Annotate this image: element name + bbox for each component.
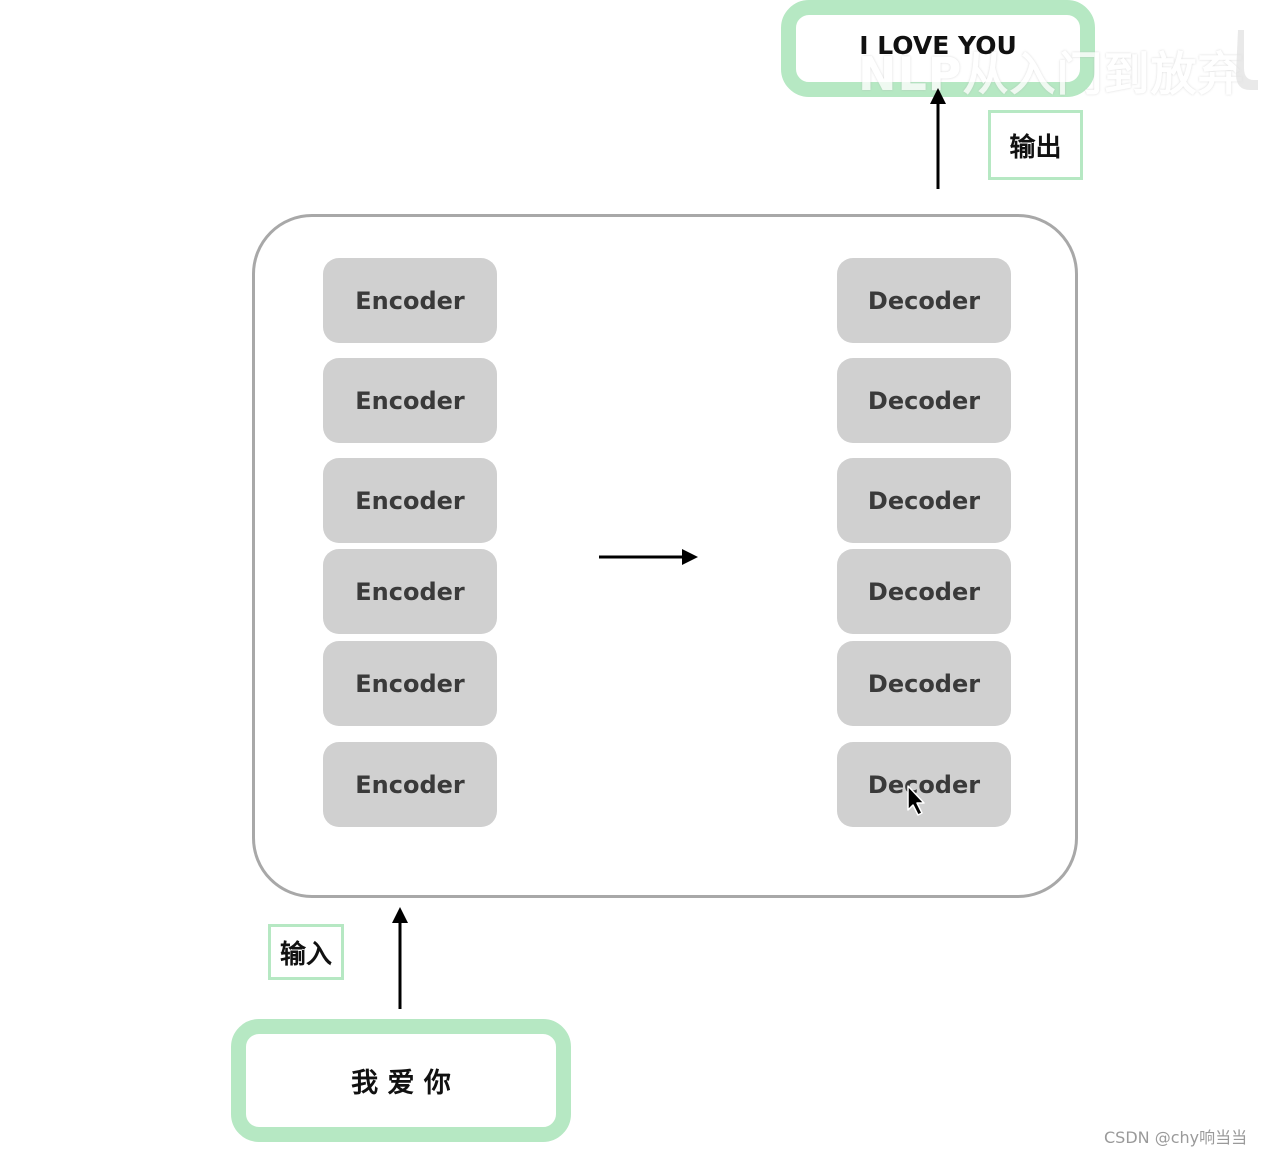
input-tag-text: 输入	[279, 939, 332, 970]
output-label-tag: 输出	[988, 110, 1083, 180]
encoder-block: Encoder	[323, 549, 497, 634]
encoder-label: Encoder	[355, 286, 465, 315]
watermark-text: NLP从入门到放弃	[858, 47, 1245, 101]
encoder-label: Encoder	[355, 577, 465, 606]
encoder-label: Encoder	[355, 669, 465, 698]
decoder-label: Decoder	[867, 286, 981, 315]
watermark-logo-icon	[1236, 30, 1258, 90]
output-arrow-icon	[930, 88, 946, 189]
input-box: 我 爱 你	[231, 1019, 571, 1142]
output-tag-text: 输出	[1009, 132, 1062, 163]
encoder-to-decoder-arrow-icon	[599, 549, 698, 565]
encoder-block: Encoder	[323, 358, 497, 443]
decoder-block: Decoder	[837, 358, 1011, 443]
decoder-label: Decoder	[867, 486, 981, 515]
decoder-label: Decoder	[867, 669, 981, 698]
decoder-block: Decoder	[837, 458, 1011, 543]
decoder-block: Decoder	[837, 549, 1011, 634]
decoder-block: Decoder	[837, 641, 1011, 726]
encoder-block: Encoder	[323, 258, 497, 343]
input-text: 我 爱 你	[351, 1068, 451, 1099]
encoder-block: Encoder	[323, 458, 497, 543]
decoder-label: Decoder	[867, 386, 981, 415]
decoder-label: Decoder	[867, 577, 981, 606]
encoder-label: Encoder	[355, 386, 465, 415]
credit-text: CSDN @chy响当当	[1104, 1128, 1248, 1147]
output-text: I LOVE YOU	[859, 31, 1017, 60]
decoder-block: Decoder	[837, 258, 1011, 343]
decoder-block: Decoder	[837, 742, 1011, 827]
encoder-label: Encoder	[355, 486, 465, 515]
encoder-block: Encoder	[323, 641, 497, 726]
encoder-block: Encoder	[323, 742, 497, 827]
input-label-tag: 输入	[268, 924, 344, 980]
encoder-label: Encoder	[355, 770, 465, 799]
mouse-cursor-icon	[907, 785, 925, 816]
input-arrow-icon	[392, 907, 408, 1009]
output-box: I LOVE YOU	[781, 0, 1095, 97]
decoder-label: Decoder	[867, 770, 981, 799]
